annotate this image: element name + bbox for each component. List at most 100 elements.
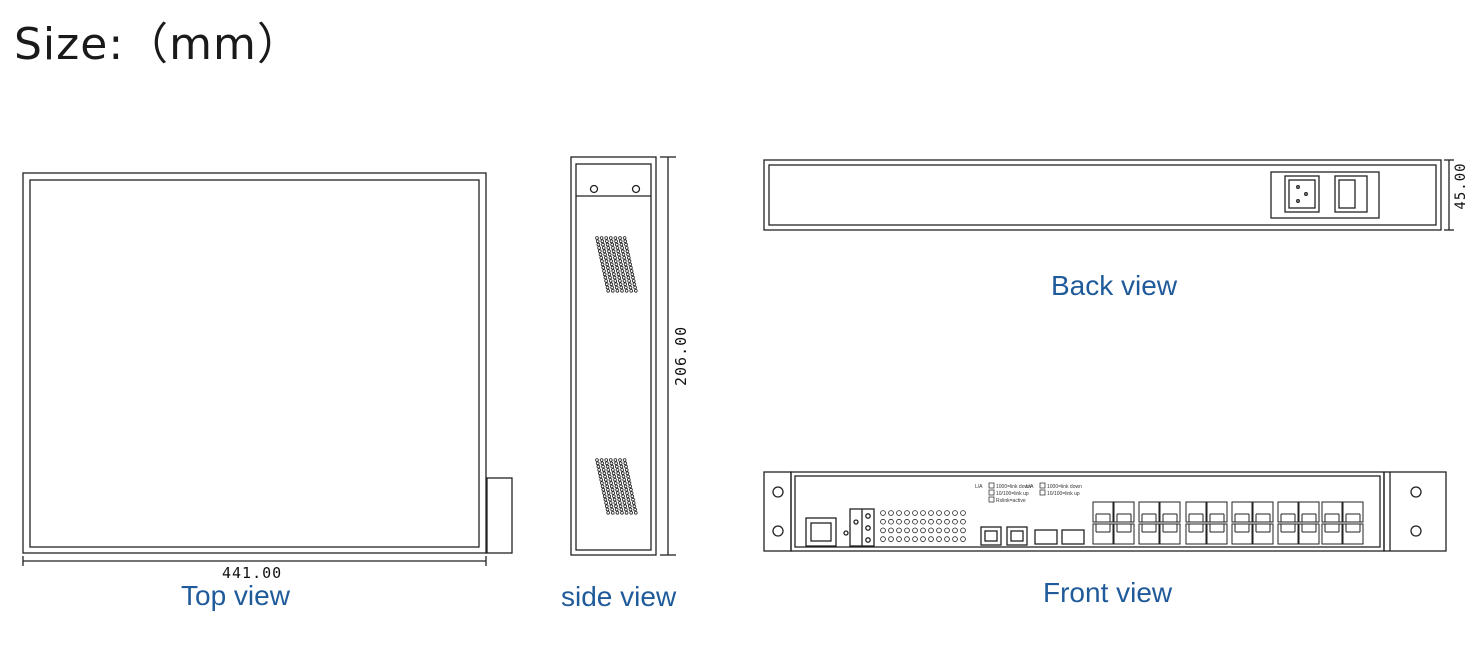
- vent-hole: [601, 487, 606, 492]
- rj45-port: [1252, 523, 1274, 545]
- vent-hole: [600, 484, 605, 489]
- sfp-port-2: [1006, 526, 1028, 546]
- vent-hole: [615, 246, 620, 250]
- vent-hole: [607, 249, 611, 254]
- port-led: [936, 518, 942, 525]
- legend-2-tag: L/A: [1026, 484, 1034, 490]
- vent-hole: [624, 246, 629, 250]
- vent-hole: [627, 501, 631, 505]
- vent-hole: [606, 510, 610, 515]
- port-led: [896, 527, 902, 534]
- vent-hole: [618, 504, 623, 509]
- side-view-drawing: [570, 156, 676, 556]
- vent-hole: [611, 269, 615, 273]
- vent-hole: [613, 458, 618, 462]
- vent-hole: [602, 471, 607, 476]
- vent-hole: [604, 282, 609, 287]
- back-view-outer-outline: [763, 159, 1442, 231]
- vent-hole: [614, 242, 619, 247]
- vent-hole: [619, 262, 623, 267]
- legend-1-tag: L/A: [975, 484, 983, 490]
- vent-hole: [629, 288, 633, 293]
- port-led: [960, 527, 966, 534]
- side-view-caption: side view: [561, 581, 677, 612]
- port-led: [920, 510, 926, 516]
- vent-hole: [621, 272, 625, 277]
- vent-hole: [628, 507, 633, 512]
- vent-hole: [612, 497, 617, 502]
- port-led: [944, 510, 950, 516]
- vent-hole: [605, 262, 609, 267]
- right-ear-hole-top: [1410, 486, 1422, 498]
- vent-hole: [613, 259, 618, 263]
- vent-hole: [625, 491, 629, 495]
- vent-hole: [606, 491, 611, 495]
- vent-hole: [618, 239, 623, 244]
- vent-hole: [618, 461, 623, 466]
- side-view-inner-outline: [575, 163, 652, 551]
- right-ear-hole-bottom: [1410, 525, 1422, 537]
- vent-hole: [627, 481, 632, 485]
- vent-hole: [609, 282, 614, 287]
- rj45-port: [1342, 523, 1364, 545]
- vent-hole: [614, 285, 619, 290]
- vent-hole: [616, 471, 620, 476]
- combo-port-2: [1061, 529, 1085, 545]
- vent-hole: [612, 474, 617, 479]
- left-ear-hole-top: [772, 486, 784, 498]
- vent-hole: [603, 275, 608, 280]
- vent-hole: [601, 464, 605, 469]
- vent-hole: [620, 471, 625, 476]
- rj45-port: [1138, 523, 1160, 545]
- port-led: [936, 536, 942, 542]
- rj45-port: [1113, 523, 1135, 545]
- vent-hole: [617, 255, 622, 260]
- vent-hole: [608, 279, 613, 283]
- side-view-vent-holes-lower: [595, 458, 638, 515]
- back-view-caption: Back view: [1051, 270, 1178, 301]
- vent-hole: [605, 507, 610, 512]
- vent-hole: [623, 481, 627, 485]
- rj45-port: [1231, 501, 1253, 523]
- vent-hole: [617, 497, 621, 502]
- port-led: [928, 510, 934, 516]
- port-led: [912, 518, 918, 525]
- vent-hole: [616, 494, 621, 499]
- vent-hole: [622, 477, 626, 482]
- top-view-rear-bracket: [486, 477, 513, 554]
- legend-2-line-1: 1000=link down: [1047, 484, 1082, 490]
- vent-hole: [628, 285, 633, 290]
- top-view-width-label: 441.00: [222, 564, 283, 582]
- vent-hole: [605, 242, 610, 247]
- vent-hole: [610, 288, 615, 293]
- front-view-drawing: [763, 471, 1447, 552]
- vent-hole: [625, 471, 630, 476]
- vent-hole: [623, 239, 628, 244]
- front-port-led-matrix: [880, 510, 966, 542]
- port-led: [960, 536, 966, 542]
- vent-hole: [626, 474, 630, 479]
- port-led: [904, 527, 910, 534]
- vent-hole: [623, 262, 628, 267]
- vent-hole: [606, 265, 610, 270]
- rj45-port: [1321, 523, 1343, 545]
- front-view-right-ear: [1383, 471, 1447, 552]
- vent-hole: [620, 269, 625, 273]
- vent-hole: [618, 458, 622, 462]
- rj45-port: [1277, 523, 1299, 545]
- vent-hole: [632, 282, 637, 287]
- vent-hole: [596, 464, 601, 469]
- vent-hole: [622, 501, 627, 505]
- port-led: [880, 518, 886, 525]
- top-view-outer-outline: [22, 172, 487, 554]
- port-led: [888, 510, 894, 516]
- front-view-left-ear: [763, 471, 792, 552]
- vent-hole: [600, 461, 605, 466]
- vent-hole: [615, 491, 620, 495]
- port-led: [944, 527, 950, 534]
- vent-hole: [612, 275, 617, 280]
- vent-hole: [617, 275, 621, 280]
- front-led-legend-text: L/A 1000=link down 10/100=link up Rxlink…: [975, 484, 1082, 504]
- vent-hole: [623, 504, 627, 509]
- vent-hole: [623, 282, 627, 287]
